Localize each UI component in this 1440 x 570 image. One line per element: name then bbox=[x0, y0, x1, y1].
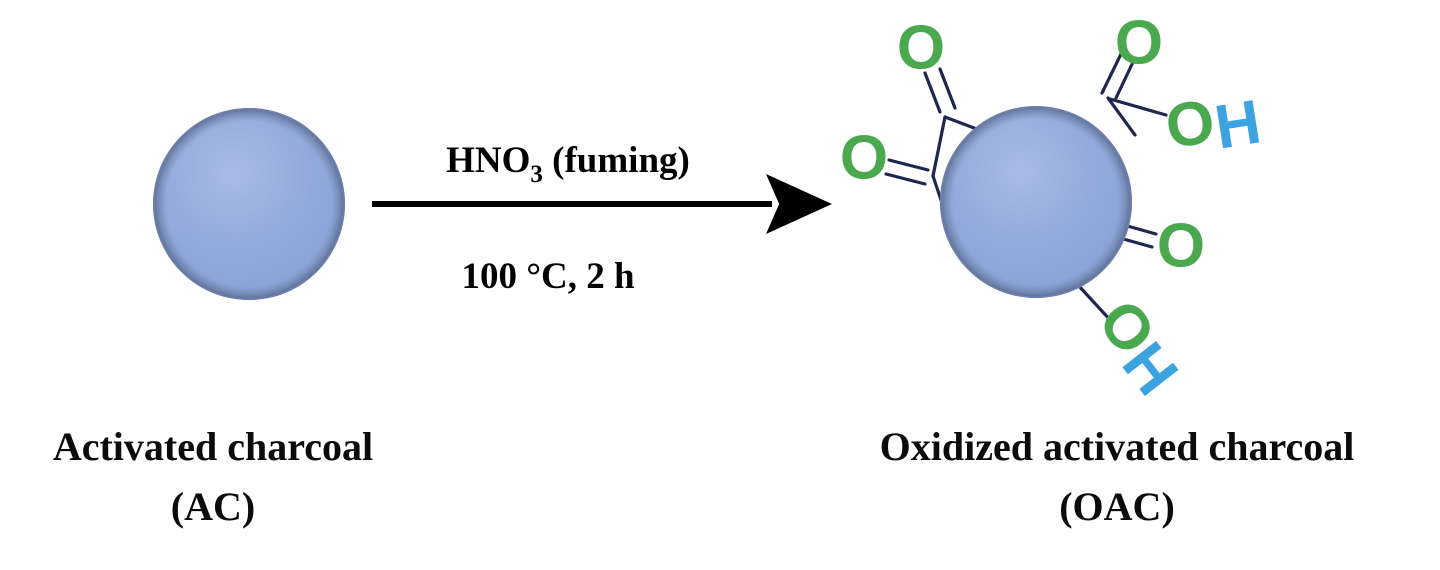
carboxyl-hydroxyl-hydrogen-label: H bbox=[1210, 87, 1265, 162]
arrow-condition-below: 100 °C, 2 h bbox=[461, 256, 635, 297]
carboxyl-hydroxyl-group: O H bbox=[1161, 87, 1265, 163]
ketone-oxygen-label: O bbox=[1157, 212, 1205, 281]
carboxyl-c-to-particle-bond bbox=[1106, 96, 1137, 137]
product-bond-network bbox=[884, 52, 1168, 324]
hydroxyl-bond bbox=[1076, 283, 1114, 324]
quinone-oxygen-left-label: O bbox=[840, 124, 888, 193]
reactant-caption-line1: Activated charcoal bbox=[53, 424, 373, 469]
activated-charcoal-particle bbox=[153, 108, 345, 300]
product-caption-line1: Oxidized activated charcoal bbox=[880, 424, 1355, 469]
reactant-caption: Activated charcoal (AC) bbox=[53, 424, 373, 529]
quinone-oxygen-top-label: O bbox=[897, 14, 945, 83]
carboxyl-hydroxyl-oxygen-label: O bbox=[1161, 87, 1219, 163]
carboxyl-hydroxyl-bond bbox=[1108, 97, 1168, 117]
arrow-condition-above-tail: (fuming) bbox=[543, 140, 690, 181]
arrow-condition-above-subscript: 3 bbox=[530, 161, 543, 188]
carboxyl-carbonyl-oxygen-label: O bbox=[1115, 9, 1163, 78]
carboxyl-carbonyl-bond bbox=[1100, 52, 1136, 100]
arrow-condition-above: HNO3 (fuming) bbox=[446, 140, 690, 188]
oxidized-activated-charcoal-particle bbox=[940, 106, 1132, 298]
reactant-caption-line2: (AC) bbox=[171, 484, 255, 529]
product-atom-labels: O O O O H O O H bbox=[840, 9, 1266, 408]
quinone-carbonyl-left-bond bbox=[884, 158, 930, 186]
quinone-carbonyl-top-bond bbox=[923, 67, 957, 114]
arrow-condition-above-main: HNO bbox=[446, 140, 530, 181]
product-caption-line2: (OAC) bbox=[1059, 484, 1175, 529]
product-caption: Oxidized activated charcoal (OAC) bbox=[880, 424, 1355, 529]
